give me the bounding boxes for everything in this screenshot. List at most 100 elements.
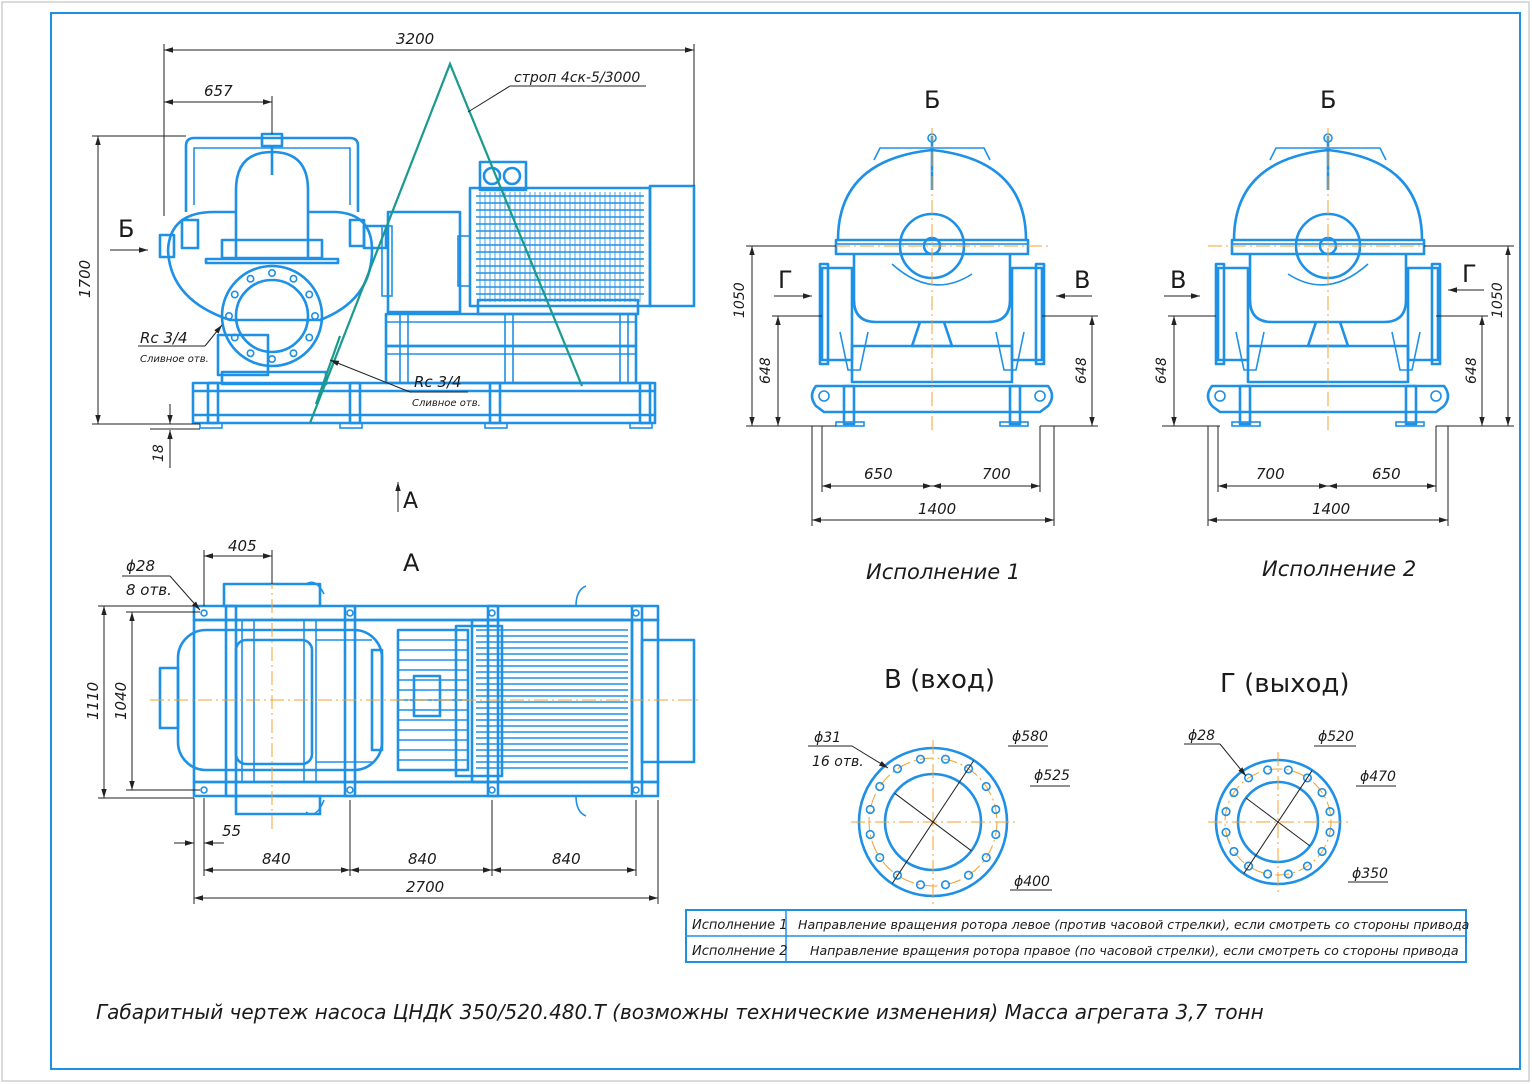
casing-lower (1248, 254, 1408, 324)
plan-hole-count: 8 отв. (126, 581, 172, 599)
v1-dim-648-right: 648 (1074, 357, 1090, 384)
bolt-hole (1325, 827, 1335, 837)
bolt-hole (981, 781, 991, 792)
view-arrow-a: А (403, 489, 418, 514)
bolt-hole (1283, 765, 1293, 775)
leg-left (1238, 384, 1252, 426)
casing-lower (852, 254, 1012, 324)
outlet-outer: ϕ520 (1318, 729, 1354, 745)
rotation-table: Исполнение 1 Направление вращения ротора… (685, 909, 1469, 963)
foot-left (839, 331, 869, 371)
plan-view: А (84, 537, 700, 904)
bolt-hole (963, 764, 974, 774)
pad-left (835, 421, 865, 427)
v2-pump-outline (1206, 128, 1450, 430)
v2-dim-650: 650 (1372, 465, 1401, 483)
dia-leader-2 (894, 792, 972, 852)
nozzle-right (1010, 266, 1044, 362)
v1-dim-1050: 1050 (732, 282, 748, 318)
v2-dim-700: 700 (1256, 465, 1285, 483)
bolt-hole (991, 804, 1001, 815)
bolt-hole (1263, 869, 1273, 879)
dim-657: 657 (204, 82, 233, 100)
nozzle-left (820, 266, 854, 362)
v2-label-top: Б (1320, 86, 1336, 114)
table-row-1-version: Исполнение 1 (692, 918, 787, 933)
bolt-hole (1263, 765, 1273, 775)
bolt-hole (1229, 846, 1239, 857)
dim-1700: 1700 (76, 260, 94, 298)
dim-1110: 1110 (84, 682, 102, 720)
base-bolt (200, 786, 208, 794)
nozzle-flange-left (818, 262, 830, 366)
base-hole-left (1214, 390, 1226, 402)
base-bolt (488, 786, 496, 794)
v1-label-top: Б (924, 86, 940, 114)
v1-dim-700: 700 (982, 465, 1011, 483)
bolt-hole (1243, 861, 1254, 871)
drain1-note: Сливное отв. (140, 354, 209, 365)
bolt-hole (892, 764, 903, 774)
v2-dim-1400: 1400 (1312, 500, 1350, 518)
dim-3200: 3200 (396, 30, 434, 48)
version1-end-view: Б Г В 1050 648 648 650 700 1400 Исполнен… (732, 86, 1098, 584)
outlet-bore: ϕ350 (1352, 866, 1388, 882)
plan-hole-dia: ϕ28 (126, 557, 155, 575)
bolt-hole (1317, 846, 1327, 857)
bolt-hole (1221, 807, 1231, 817)
inlet-bolt-circle: ϕ525 (1034, 768, 1070, 784)
flange-bolt (310, 311, 319, 320)
inlet-bore: ϕ400 (1014, 874, 1050, 890)
outlet-flange: Г (выход) ϕ28 ϕ520 ϕ470 ϕ350 (1184, 669, 1396, 892)
bolt-hole (963, 870, 974, 880)
v1-dim-1400: 1400 (918, 500, 956, 518)
flange-bolt (267, 268, 276, 277)
dim-2700: 2700 (406, 878, 444, 896)
version2-end-view: Б В Г 648 648 1050 700 650 1400 Исполнен… (1154, 86, 1514, 581)
side-label-b: Б (118, 215, 134, 243)
dim-55: 55 (222, 822, 241, 840)
plan-base-bolts (200, 609, 640, 794)
bolt-hole (991, 829, 1001, 840)
base-bolt (632, 609, 640, 617)
inlet-flange: В (вход) ϕ31 16 отв. ϕ580 ϕ525 ϕ400 (808, 665, 1070, 904)
bolt-hole (865, 829, 875, 840)
dim-1040: 1040 (112, 682, 130, 720)
base-hole-right (1430, 390, 1442, 402)
inlet-hole-count: 16 отв. (812, 754, 864, 770)
inlet-flange-drawing (851, 740, 1015, 904)
v2-dim-1050: 1050 (1490, 282, 1506, 318)
base-bolt (632, 786, 640, 794)
inlet-title: В (вход) (884, 665, 995, 695)
flange-bolt (267, 354, 276, 363)
sling-label: строп 4ск-5/3000 (514, 70, 640, 86)
leg-right (1404, 384, 1418, 426)
bolt-hole (1325, 807, 1335, 817)
v1-label-left: Г (778, 266, 793, 294)
base-bolt (200, 609, 208, 617)
table-row-1-text: Направление вращения ротора левое (проти… (798, 917, 1469, 932)
bolt-hole (915, 880, 926, 890)
v1-dim-650: 650 (864, 465, 893, 483)
flange-bolt (246, 274, 255, 283)
v2-label-right: Г (1462, 260, 1477, 288)
nozzle-right (1406, 266, 1440, 362)
base-hole-right (1034, 390, 1046, 402)
side-flange-bolts (225, 268, 319, 363)
leg-left (842, 384, 856, 426)
bolt-hole (865, 804, 875, 815)
bolt-hole (1243, 773, 1254, 783)
base-bolt (346, 609, 354, 617)
baseplate (1206, 384, 1450, 414)
nozzle-flange-right (1034, 262, 1046, 366)
flange-bolt (230, 290, 239, 299)
bolt-hole (1317, 787, 1327, 798)
flange-bolt (305, 333, 314, 342)
dim-840-c: 840 (552, 850, 581, 868)
drawing-frame (50, 12, 1521, 1070)
base-hole-left (818, 390, 830, 402)
bolt-hole (940, 754, 951, 764)
motor-cooling-fins (476, 192, 644, 302)
nozzle-flange-left (1214, 262, 1226, 366)
dim-840-b: 840 (408, 850, 437, 868)
